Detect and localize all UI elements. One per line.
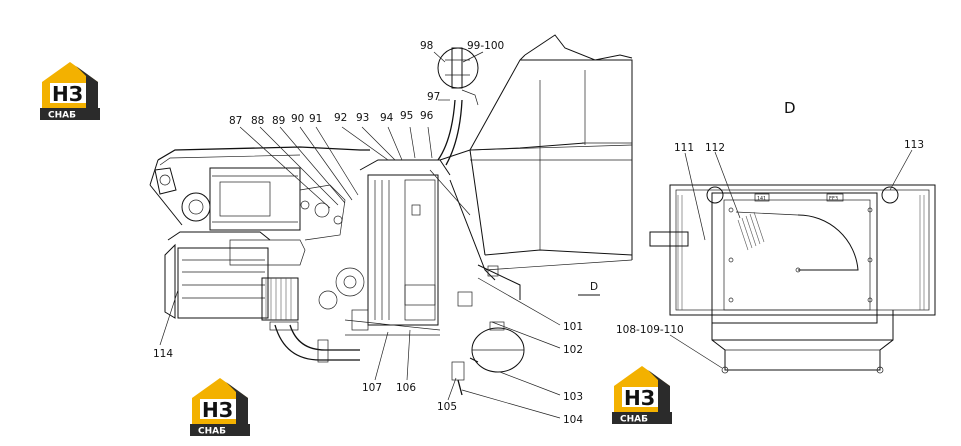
section-label-d: D — [590, 281, 598, 293]
callout-88: 88 — [251, 115, 264, 127]
callout-108-109-110: 108-109-110 — [616, 324, 684, 336]
callout-labels: 87 88 89 90 91 92 93 94 95 96 97 98 99-1… — [153, 40, 924, 426]
leader-lines — [159, 51, 913, 419]
logo-word: СНАБ — [48, 111, 76, 121]
callout-99-100: 99-100 — [467, 40, 504, 52]
callout-92: 92 — [334, 112, 347, 124]
logo-main-text: НЗ — [624, 386, 655, 410]
callout-89: 89 — [272, 115, 285, 127]
callout-97: 97 — [427, 91, 440, 103]
callout-112: 112 — [705, 142, 725, 154]
callout-107: 107 — [362, 382, 382, 394]
logo-word: СНАБ — [198, 427, 226, 437]
callout-94: 94 — [380, 112, 394, 124]
plate-right-text: ЕЕЗ — [829, 196, 838, 202]
callout-93: 93 — [356, 112, 369, 124]
logo-main-text: НЗ — [52, 82, 83, 106]
logo-bottom-right: НЗ СНАБ — [612, 366, 672, 425]
callout-103: 103 — [563, 391, 583, 403]
callout-106: 106 — [396, 382, 416, 394]
logo-top-left: НЗ СНАБ — [40, 62, 100, 121]
side-view-drawing: D — [149, 34, 633, 396]
callout-90: 90 — [291, 113, 304, 125]
callout-113: 113 — [904, 139, 924, 151]
view-d-drawing: D — [649, 99, 936, 374]
callout-95: 95 — [400, 110, 413, 122]
logo-main-text: НЗ — [202, 398, 233, 422]
callout-91: 91 — [309, 113, 322, 125]
plate-left-text: 141 — [757, 196, 766, 202]
logo-bottom-left: НЗ СНАБ — [190, 378, 250, 437]
callout-104: 104 — [563, 414, 583, 426]
callout-105: 105 — [437, 401, 457, 413]
callout-87: 87 — [229, 115, 242, 127]
callout-111: 111 — [674, 142, 694, 154]
callout-98: 98 — [420, 40, 433, 52]
logo-word: СНАБ — [620, 415, 648, 425]
callout-114: 114 — [153, 348, 173, 360]
callout-101: 101 — [563, 321, 583, 333]
view-d-label: D — [784, 99, 796, 117]
callout-102: 102 — [563, 344, 583, 356]
callout-96: 96 — [420, 110, 434, 122]
